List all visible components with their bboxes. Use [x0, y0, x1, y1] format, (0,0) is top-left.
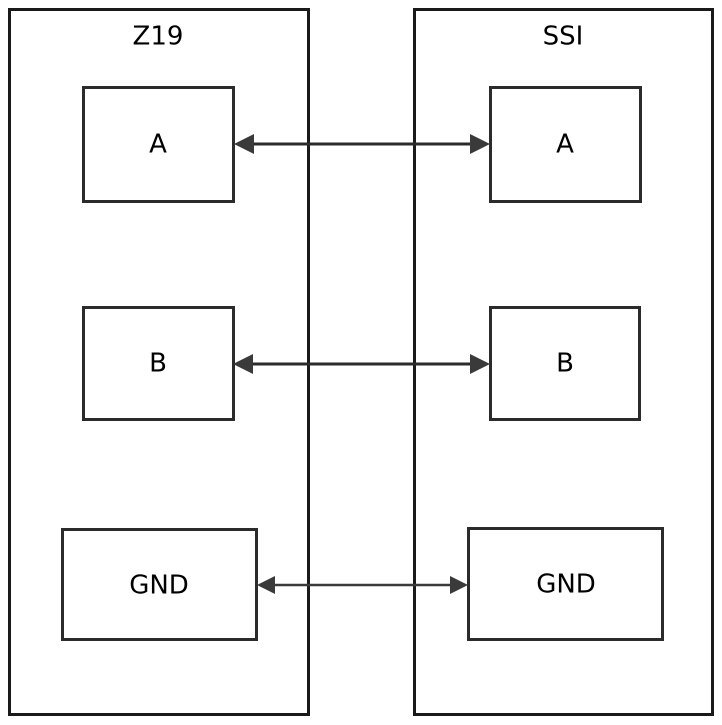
connection-gnd-arrowhead-left	[257, 576, 275, 594]
node-z19-a-border	[82, 86, 235, 203]
connection-b[interactable]	[233, 354, 490, 374]
node-z19-gnd-label: GND	[129, 571, 189, 601]
panel-z19-title: Z19	[133, 22, 184, 52]
node-ssi-gnd-label: GND	[536, 570, 596, 600]
connection-b-arrowhead-right	[470, 354, 490, 374]
panel-z19[interactable]: Z19 A B GND	[8, 8, 310, 716]
panel-ssi-title: SSI	[543, 22, 584, 52]
connection-gnd[interactable]	[257, 576, 468, 594]
node-z19-b-label: B	[149, 349, 167, 379]
node-ssi-a-border	[489, 86, 642, 203]
connection-b-arrowhead-left	[233, 354, 253, 374]
connection-a-arrowhead-left	[234, 134, 254, 154]
node-ssi-gnd[interactable]: GND	[467, 527, 664, 641]
connection-a[interactable]	[234, 134, 490, 154]
node-ssi-b-border	[489, 306, 641, 421]
connection-gnd-arrowhead-right	[450, 576, 468, 594]
node-ssi-gnd-border	[467, 527, 664, 641]
node-ssi-b[interactable]: B	[489, 306, 641, 421]
node-ssi-a[interactable]: A	[489, 86, 642, 203]
node-ssi-b-label: B	[556, 349, 574, 379]
panel-ssi[interactable]: SSI A B GND	[413, 8, 714, 716]
node-ssi-a-label: A	[556, 130, 574, 160]
node-z19-a[interactable]: A	[82, 86, 235, 203]
node-z19-a-label: A	[149, 130, 167, 160]
node-z19-b-border	[82, 306, 235, 421]
connection-a-arrowhead-right	[470, 134, 490, 154]
node-z19-gnd[interactable]: GND	[61, 528, 258, 641]
node-z19-b[interactable]: B	[82, 306, 235, 421]
node-z19-gnd-border	[61, 528, 258, 641]
